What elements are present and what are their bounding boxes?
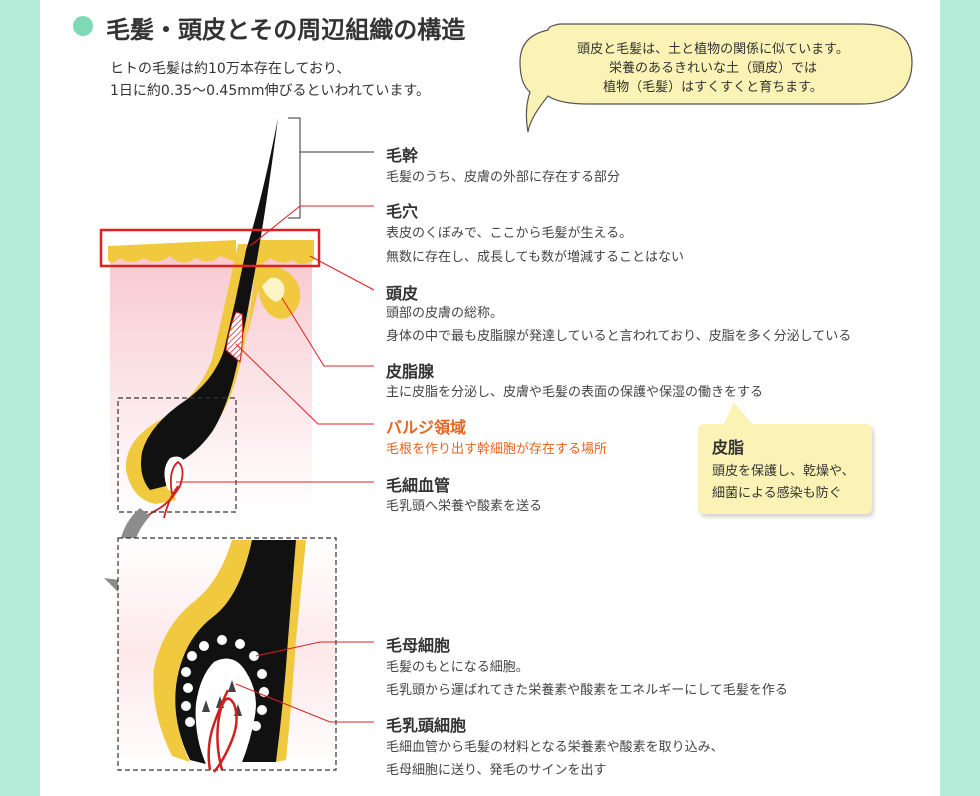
bubble-line-2: 栄養のあるきれいな土（頭皮）では <box>608 61 817 76</box>
matrix-connector <box>255 641 374 657</box>
desc-papilla-cell-2: 毛母細胞に送り、発毛のサインを出す <box>386 763 607 778</box>
bubble-line-3: 植物（毛髪）はすくすくと育ちます。 <box>603 80 823 95</box>
desc-hair-shaft: 毛髪のうち、皮膚の外部に存在する部分 <box>386 170 621 185</box>
desc-bulge-region: 毛根を作り出す幹細胞が存在する場所 <box>386 442 608 457</box>
pore-connector <box>249 205 374 247</box>
epidermis-band-right <box>258 240 314 264</box>
label-hair-shaft: 毛幹 <box>386 146 419 165</box>
sebum-note: 皮脂 頭皮を保護し、乾燥や、 細菌による感染も防ぐ <box>698 424 872 514</box>
label-bulge-region: バルジ領域 <box>386 418 467 437</box>
desc-capillary: 毛乳頭へ栄養や酸素を送る <box>386 499 543 514</box>
label-scalp: 頭皮 <box>386 284 419 303</box>
bulb-selection-box <box>117 397 237 513</box>
label-papilla-cell: 毛乳頭細胞 <box>386 716 467 735</box>
epidermis-band <box>108 240 236 263</box>
gland-connector <box>281 297 374 367</box>
subtitle-line-1: ヒトの毛髪は約10万本存在しており、 <box>110 61 351 77</box>
scalp-connector <box>309 255 375 291</box>
desc-matrix-cell-1: 毛髪のもとになる細胞。 <box>386 660 529 675</box>
zoom-capillary <box>207 689 238 773</box>
pore-highlight-box <box>99 228 321 268</box>
zoom-sheath <box>153 540 252 762</box>
desc-matrix-cell-2: 毛乳頭から運ばれてきた栄養素や酸素をエネルギーにして毛髪を作る <box>386 683 788 698</box>
label-matrix-cell: 毛母細胞 <box>386 636 451 655</box>
note-pointer <box>724 402 752 424</box>
desc-pore-2: 無数に存在し、成長しても数が増減することはない <box>386 250 684 265</box>
speech-bubble <box>519 23 913 133</box>
desc-scalp-1: 頭部の皮膚の総称。 <box>386 306 504 321</box>
bulge-connector <box>235 343 374 425</box>
subtitle-line-2: 1日に約0.35〜0.45mm伸びるといわれています。 <box>110 83 431 99</box>
label-capillary: 毛細血管 <box>386 476 451 495</box>
papilla-connector <box>235 683 374 723</box>
label-sebaceous-gland: 皮脂腺 <box>386 362 435 381</box>
label-pore: 毛穴 <box>386 202 419 221</box>
desc-sebaceous-gland: 主に皮脂を分泌し、皮膚や毛髪の表面の保護や保湿の働きをする <box>386 385 764 400</box>
sebum-note-line-2: 細菌による感染も防ぐ <box>712 486 842 501</box>
desc-scalp-2: 身体の中で最も皮脂腺が発達していると言われており、皮脂を多く分泌している <box>386 329 852 344</box>
section-bullet-icon <box>73 16 93 36</box>
hair-shaft <box>141 118 278 490</box>
bulge-region <box>225 311 244 363</box>
desc-pore-1: 表皮のくぼみで、ここから毛髪が生える。 <box>386 226 633 241</box>
page-title: 毛髪・頭皮とその周辺組織の構造 <box>106 16 466 44</box>
shaft-bracket <box>288 117 301 219</box>
sebum-note-title: 皮脂 <box>712 438 745 457</box>
matrix-cells <box>181 635 269 731</box>
bubble-line-1: 頭皮と毛髪は、土と植物の関係に似ています。 <box>577 42 849 57</box>
desc-papilla-cell-1: 毛細血管から毛髪の材料となる栄養素や酸素を取り込み、 <box>386 740 724 755</box>
sebum-note-line-1: 頭皮を保護し、乾燥や、 <box>712 464 855 479</box>
